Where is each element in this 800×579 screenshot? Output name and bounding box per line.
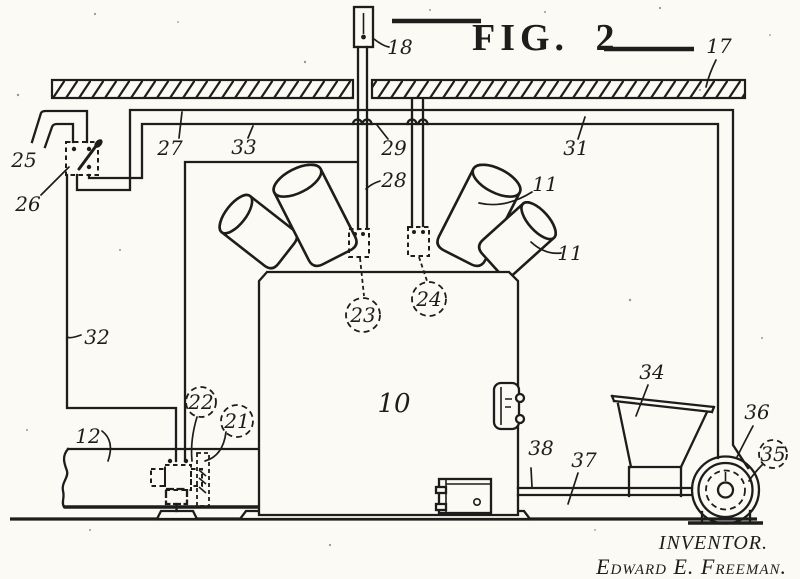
ref-label-38-21: 38 bbox=[528, 436, 553, 460]
door-latch bbox=[492, 381, 526, 431]
callout-circle-21 bbox=[220, 404, 254, 438]
tank-12 bbox=[61, 447, 260, 509]
ref-label-12-12: 12 bbox=[75, 424, 100, 448]
cylinders bbox=[218, 163, 557, 279]
ref-label-32-9: 32 bbox=[84, 325, 109, 349]
callout-circle-35 bbox=[758, 439, 788, 469]
ref-label-23-15: 23 bbox=[349, 303, 375, 327]
ref-label-27-4: 27 bbox=[156, 136, 183, 160]
figure-title: FIG. 2 bbox=[472, 17, 620, 59]
ref-label-26-3: 26 bbox=[14, 192, 41, 216]
ref-label-25-2: 25 bbox=[10, 148, 36, 172]
ref-label-22-13: 22 bbox=[187, 390, 213, 414]
ref-label-37-22: 37 bbox=[571, 448, 597, 472]
ref-label-34-18: 34 bbox=[639, 360, 664, 384]
reference-labels: 17 18 25 26 27 33 29 28 31 32 11 11 12 22 21 23 24 10 34 36… bbox=[10, 34, 788, 472]
ref-label-11-10: 11 bbox=[532, 172, 557, 196]
ref-label-29-6: 29 bbox=[380, 136, 407, 160]
ref-label-28-7: 28 bbox=[380, 168, 406, 192]
valve-24 bbox=[407, 226, 430, 282]
inventor-name: Edward E. Freeman. bbox=[596, 554, 787, 579]
valve-23 bbox=[348, 228, 370, 297]
control-unit-18 bbox=[352, 5, 375, 49]
ref-label-17-0: 17 bbox=[706, 34, 732, 58]
ref-label-35-20: 35 bbox=[760, 442, 785, 466]
ref-label-31-8: 31 bbox=[563, 136, 588, 160]
title-rules bbox=[392, 18, 694, 52]
callout-circle-24 bbox=[411, 281, 447, 317]
callout-circle-22 bbox=[185, 386, 217, 418]
blower-36 bbox=[688, 455, 763, 525]
ref-label-10-17: 10 bbox=[377, 389, 410, 419]
access-door bbox=[434, 477, 493, 515]
ref-label-33-5: 33 bbox=[231, 135, 256, 159]
hopper-34 bbox=[610, 394, 716, 498]
feed-pipe bbox=[516, 486, 694, 497]
cylinder-left-inner bbox=[272, 163, 358, 268]
cylinder-right-outer bbox=[477, 201, 557, 279]
pump-valve-assembly bbox=[150, 452, 210, 513]
piping bbox=[30, 45, 750, 470]
leader-lines bbox=[40, 38, 764, 505]
ceiling-bar bbox=[50, 78, 747, 100]
valve-26 bbox=[65, 139, 103, 176]
ref-label-18-1: 18 bbox=[387, 35, 412, 59]
ref-label-11-11: 11 bbox=[557, 241, 582, 265]
ref-label-21-14: 21 bbox=[223, 409, 249, 433]
inventor-heading: INVENTOR. bbox=[658, 532, 768, 554]
boiler-body-10 bbox=[257, 270, 526, 517]
callout-circle-23 bbox=[345, 297, 381, 333]
ref-label-24-16: 24 bbox=[415, 287, 441, 311]
ref-label-36-19: 36 bbox=[744, 400, 770, 424]
